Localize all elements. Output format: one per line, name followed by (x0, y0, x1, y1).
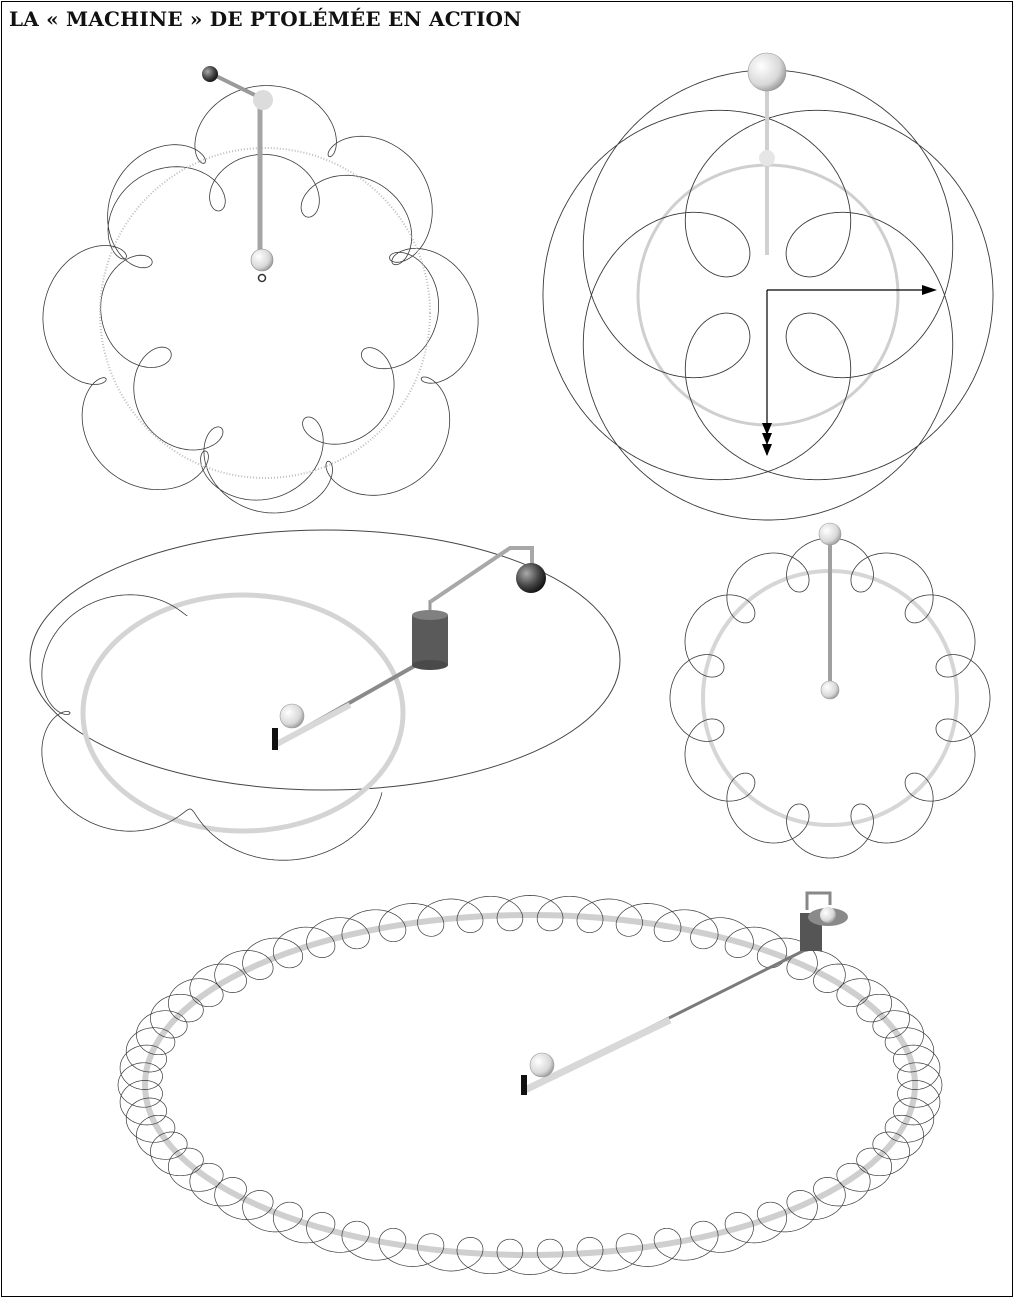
epicycle-center (253, 90, 273, 110)
x-arrowhead-icon (922, 285, 937, 295)
hub-cylinder (412, 615, 448, 665)
epicycle-spiral-diagram (20, 50, 500, 510)
earth-ball (821, 681, 839, 699)
pivot-ring (259, 275, 266, 282)
planet-ball (819, 523, 841, 545)
planet-ball (516, 563, 546, 593)
panel-epicycle-spiral (20, 50, 500, 510)
earth-ball (280, 704, 304, 728)
earth-ball (530, 1053, 554, 1077)
epicycle-center (759, 150, 775, 166)
deferent-ring (83, 595, 403, 831)
panel-large-ellipse (95, 875, 965, 1290)
figure-title: LA « MACHINE » DE PTOLÉMÉE EN ACTION (9, 7, 522, 31)
rosette-diagram (540, 50, 1000, 510)
large-ellipse-diagram (95, 875, 965, 1290)
circular-loops-diagram (660, 518, 1000, 863)
panel-3d-machine (20, 520, 640, 870)
orbit-trace (42, 595, 382, 860)
panel-rosette (540, 50, 1000, 510)
hub-cap (412, 610, 448, 620)
planet-ball (202, 66, 218, 82)
planet-ball (748, 53, 786, 91)
trace-path (42, 595, 382, 860)
hub-base (412, 660, 448, 670)
earth-ball (251, 249, 273, 271)
y-arrowhead-icon (762, 444, 772, 456)
y-arrowhead-icon (762, 433, 772, 445)
planet-ball (820, 907, 836, 923)
panel-circular-loops (660, 518, 1000, 863)
machine-3d-diagram (20, 520, 640, 870)
